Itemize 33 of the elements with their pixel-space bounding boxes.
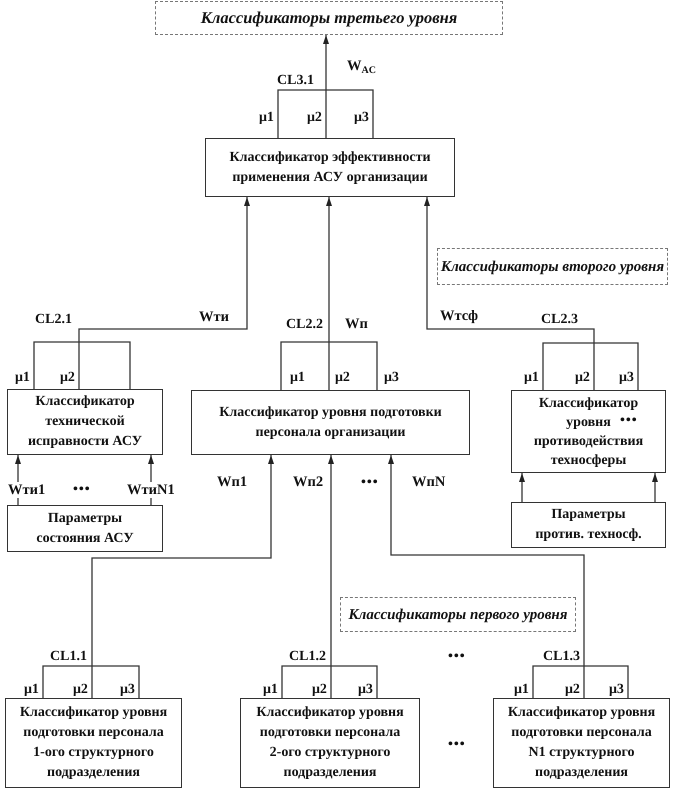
arrow	[326, 197, 332, 390]
classifier-box: Классификатор эффективности применения АСУ организации	[205, 138, 455, 197]
level-frame	[155, 1, 503, 35]
input-label: μ1	[259, 111, 274, 125]
arrow	[388, 455, 585, 698]
input-label: μ2	[307, 111, 322, 125]
arrow	[323, 35, 329, 138]
input-label: μ2	[60, 371, 75, 385]
parameter-box: Параметры против. техносф.	[511, 502, 666, 548]
input-label: μ2	[565, 683, 580, 697]
arrow	[91, 455, 274, 698]
level-frame	[437, 248, 668, 285]
parameter-box: Параметры состояния АСУ	[7, 505, 163, 552]
arrow	[652, 473, 658, 502]
input-label: μ2	[73, 683, 88, 697]
classifier-box: Классификатор уровня подготовки персонала 2-ого структурного подразделения	[240, 698, 420, 788]
arrow	[424, 197, 595, 390]
edge-label: Wти1	[8, 482, 46, 498]
edge-label: WтиN1	[127, 482, 175, 498]
arrow	[328, 455, 334, 698]
input-label: μ2	[575, 371, 590, 385]
input-label: μ3	[354, 111, 369, 125]
classifier-box: Классификатор уровня подготовки персонала 1-ого структурного подразделения	[5, 698, 182, 788]
classifier-box: Классификатор уровня подготовки персонала организации	[191, 390, 470, 455]
input-label: μ2	[312, 683, 327, 697]
edge-label: W$_{AC}$	[347, 58, 376, 76]
input-label: μ2	[335, 371, 350, 385]
arrow	[78, 197, 250, 389]
classifier-box: Классификатор технической исправности АСУ	[7, 389, 163, 455]
edge-label: Wтсф	[440, 308, 478, 324]
level-frame	[340, 597, 576, 632]
arrow	[519, 473, 525, 502]
classifier-box: Классификатор уровня подготовки персонала N1 структурного подразделения	[493, 698, 670, 788]
